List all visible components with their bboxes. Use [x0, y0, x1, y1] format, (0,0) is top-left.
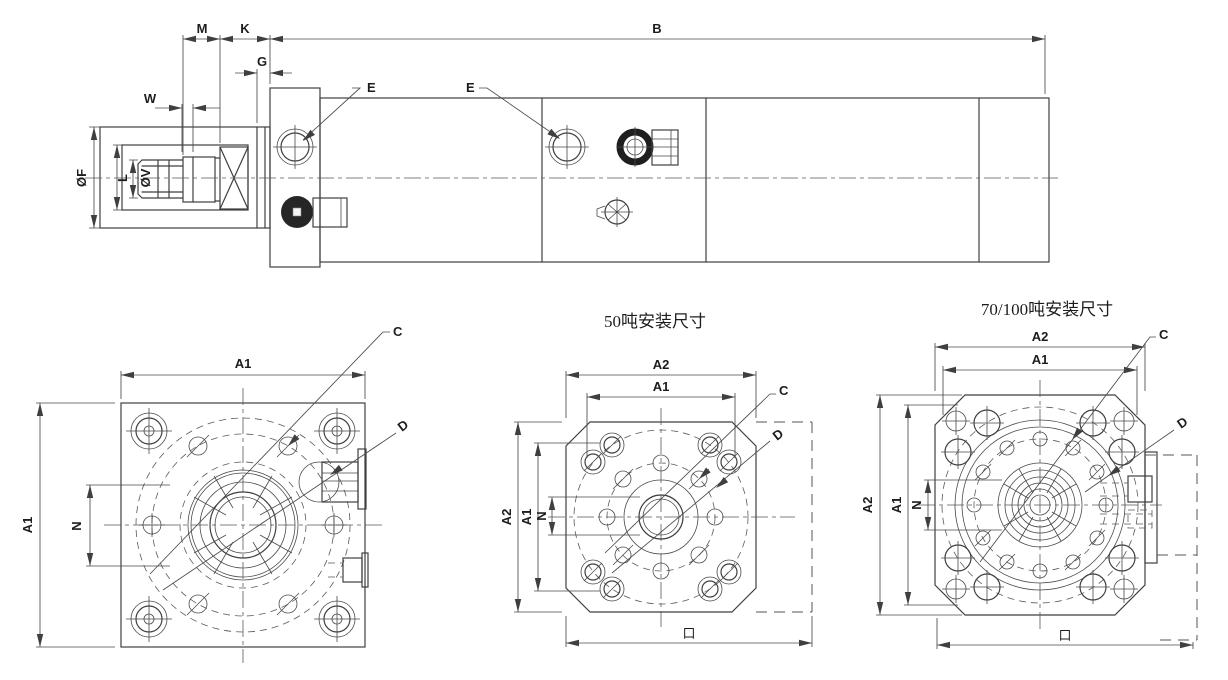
cylinder-side-view: M K B G W ØF L ØV E E	[74, 21, 1058, 268]
bolt-circle-holes	[139, 434, 347, 616]
dimensions-70t: A2 A1 A2 A1 N 口	[860, 329, 1194, 649]
front-view-standard: A1 A1 N C D	[20, 324, 411, 663]
dim-label-a1-left-50t: A1	[519, 509, 534, 526]
dimensions-50t: A2 A1 A2 A1 N 口	[499, 357, 813, 647]
dim-label-n-70t: N	[909, 500, 924, 509]
front-view-50t: 50吨安装尺寸	[499, 312, 813, 647]
dim-label-m: M	[197, 21, 208, 36]
inner-bolt-holes-70t	[966, 431, 1114, 579]
dim-label-n-50t: N	[534, 511, 549, 520]
leader-label-c: C	[393, 324, 403, 339]
dim-label-l: L	[115, 174, 130, 182]
dim-label-n: N	[69, 521, 84, 530]
port-e2	[545, 125, 589, 169]
dim-label-b: B	[652, 21, 661, 36]
leader-label-d: D	[395, 417, 412, 435]
dim-label-a1-left-70t: A1	[889, 497, 904, 514]
dim-label-a2-left-70t: A2	[860, 497, 875, 514]
leader-label-c-70t: C	[1159, 327, 1169, 342]
side-view-dimensions: M K B G W ØF L ØV	[74, 21, 1046, 229]
leader-label-e1: E	[367, 80, 376, 95]
dim-label-a2-top-50t: A2	[653, 357, 670, 372]
port-e1	[273, 125, 317, 169]
standard-view-dimensions: A1 A1 N	[20, 356, 366, 648]
dim-label-g: G	[257, 54, 267, 69]
corner-hole-pairs-50t	[580, 432, 742, 602]
dim-label-ov: ØV	[138, 168, 153, 187]
title-70-100t: 70/100吨安装尺寸	[981, 300, 1113, 319]
cylinder-outline	[85, 87, 1058, 268]
dim-label-w: W	[144, 91, 157, 106]
dim-label-square-50t: 口	[682, 626, 695, 641]
port-leaders: E E	[300, 80, 562, 144]
valve-fitting	[616, 127, 679, 167]
dim-label-a2-top-70t: A2	[1032, 329, 1049, 344]
drain-plug	[596, 197, 633, 227]
front-view-70-100t: 70/100吨安装尺寸	[860, 300, 1198, 649]
dim-label-a2-left-50t: A2	[499, 509, 514, 526]
title-50t: 50吨安装尺寸	[604, 312, 706, 331]
dim-label-a1-top: A1	[235, 356, 252, 371]
leaders-cd-70t: C D	[979, 327, 1190, 563]
corner-bolt-holes	[126, 408, 360, 642]
dim-label-of: ØF	[74, 169, 89, 187]
dim-label-a1-left: A1	[20, 517, 35, 534]
leader-label-c-50t: C	[779, 383, 789, 398]
dim-label-k: K	[240, 21, 250, 36]
outer-bolt-holes-70t	[941, 406, 1139, 604]
leader-label-d-50t: D	[770, 426, 787, 444]
hub-circles-70t	[941, 406, 1139, 604]
leaders-cd: C D	[149, 324, 412, 591]
dim-label-square-70t: 口	[1058, 628, 1071, 643]
dim-label-a1-top-70t: A1	[1032, 352, 1049, 367]
flange-fitting	[281, 196, 348, 228]
leader-label-d-70t: D	[1174, 414, 1190, 432]
side-fittings-70t	[1100, 475, 1153, 529]
leader-label-e2: E	[466, 80, 475, 95]
side-fittings	[298, 448, 369, 588]
dim-label-a1-top-50t: A1	[653, 379, 670, 394]
leaders-cd-50t: C D	[604, 383, 789, 574]
